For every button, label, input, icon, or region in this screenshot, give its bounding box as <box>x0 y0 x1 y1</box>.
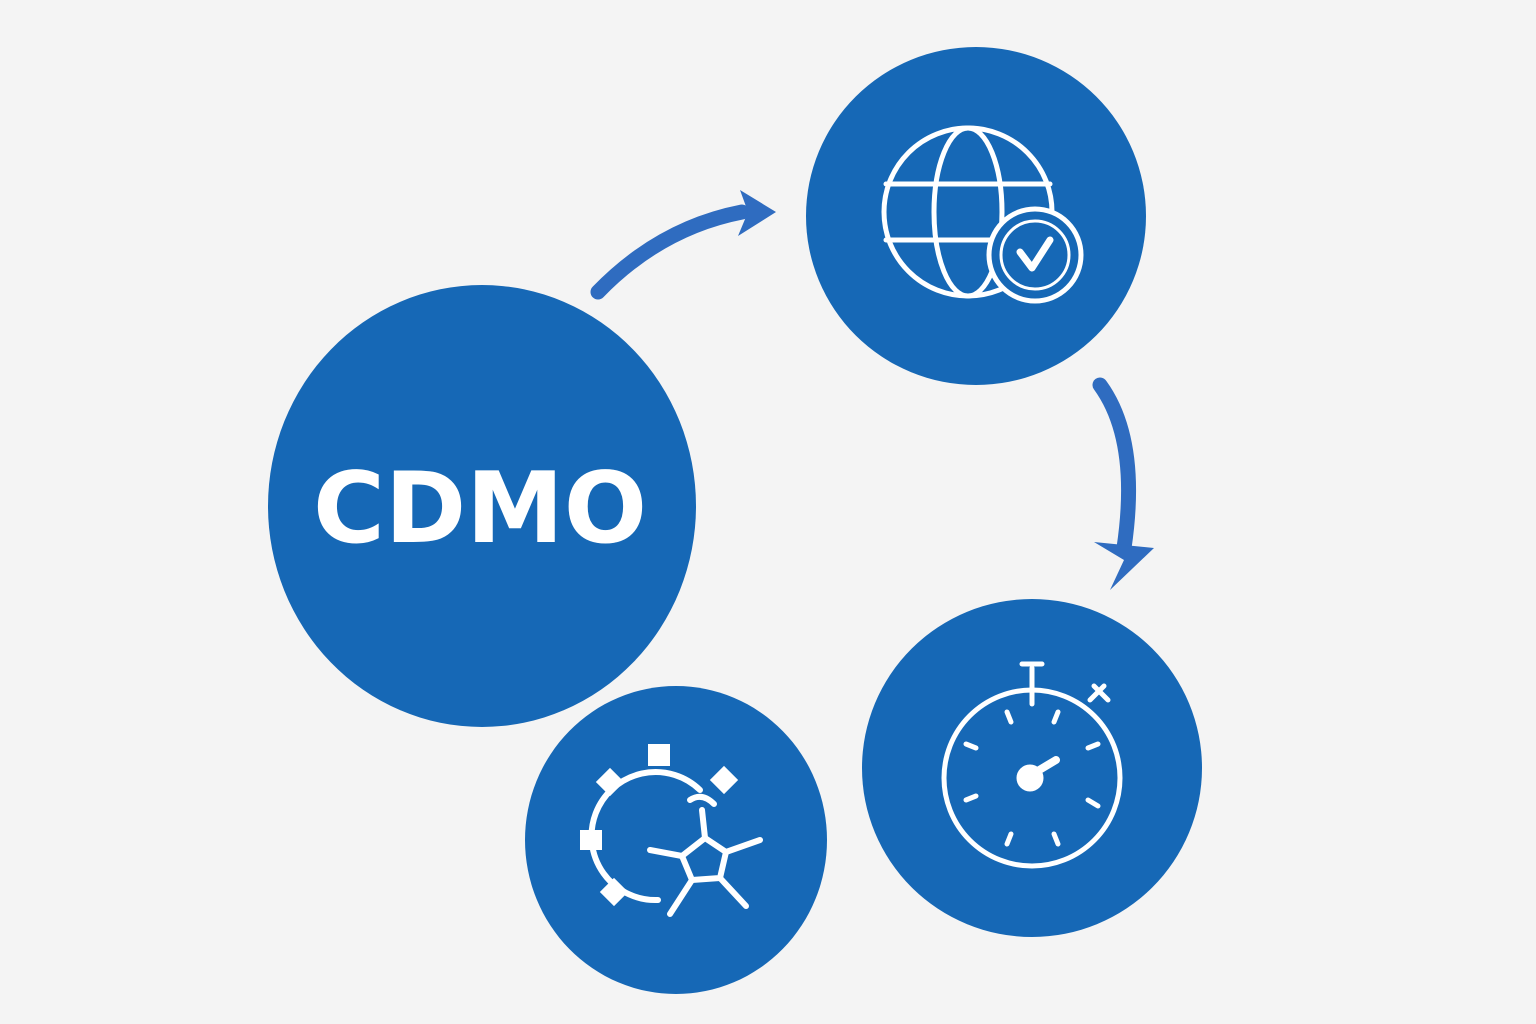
arrow-global-to-speed <box>1092 377 1154 590</box>
gear-molecule-icon <box>580 744 763 917</box>
stopwatch-icon <box>941 661 1123 869</box>
node-global <box>806 47 1146 385</box>
arrow-cdmo-to-global <box>590 190 776 300</box>
node-cdmo-label: CDMO <box>313 452 647 566</box>
node-speed <box>862 599 1202 937</box>
node-cdmo: CDMO <box>268 285 696 727</box>
globe-check-icon <box>881 125 1084 304</box>
node-process <box>525 686 827 994</box>
